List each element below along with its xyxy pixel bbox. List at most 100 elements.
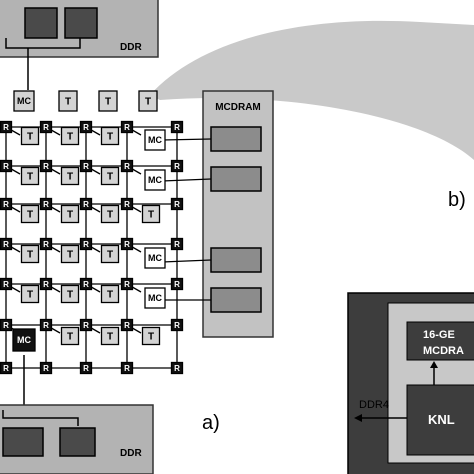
router: R — [79, 277, 93, 291]
tile-label: T — [107, 210, 113, 221]
router-label: R — [3, 280, 9, 289]
memory-controller-label: MC — [148, 293, 162, 303]
tile-label: T — [27, 172, 33, 183]
router-label: R — [124, 123, 130, 132]
router: R — [79, 318, 93, 332]
bottom-ddr-label: DDR — [120, 448, 142, 459]
router: R — [0, 318, 13, 332]
mcdram-title: MCDRAM — [215, 102, 261, 113]
panel-a-marker: a) — [202, 412, 220, 434]
router-label: R — [3, 200, 9, 209]
router-label: R — [174, 364, 180, 373]
router-label: R — [43, 364, 49, 373]
memory-controller-label: MC — [148, 253, 162, 263]
memory-controller-label: MC — [148, 175, 162, 185]
router-label: R — [83, 280, 89, 289]
tile: T — [98, 90, 118, 112]
router-label: R — [43, 162, 49, 171]
tile: T — [60, 326, 80, 346]
tile: T — [100, 326, 120, 346]
router-label: R — [83, 240, 89, 249]
router: R — [0, 361, 13, 375]
memory-controller: MC — [13, 90, 35, 112]
tile-label: T — [105, 97, 111, 108]
tile: T — [100, 244, 120, 264]
tile-label: T — [27, 250, 33, 261]
knl-chip — [406, 384, 474, 456]
ddr-bus-line — [5, 38, 81, 49]
memory-controller: MC — [144, 247, 166, 269]
mcdram-module — [210, 126, 262, 152]
router: R — [0, 120, 13, 134]
router-label: R — [174, 240, 180, 249]
router: R — [39, 361, 53, 375]
router-label: R — [83, 321, 89, 330]
tile-label: T — [148, 332, 154, 343]
tile-label: T — [145, 97, 151, 108]
tile: T — [141, 326, 161, 346]
router-label: R — [174, 321, 180, 330]
router-label: R — [174, 280, 180, 289]
top-ddr-label: DDR — [120, 42, 142, 53]
zoom-wedge — [150, 20, 474, 160]
tile: T — [100, 166, 120, 186]
mcdram-module — [210, 166, 262, 192]
tile-label: T — [107, 250, 113, 261]
tile: T — [20, 126, 40, 146]
router: R — [79, 120, 93, 134]
ddr-bus-line — [2, 410, 79, 426]
router: R — [170, 159, 184, 173]
knl-package: 16-GE MCDRA KNL DDR4 — [347, 292, 474, 474]
memory-controller: MC — [144, 129, 166, 151]
router-label: R — [3, 162, 9, 171]
tile-label: T — [107, 132, 113, 143]
memory-controller-label: MC — [17, 335, 31, 345]
mcdram-module — [210, 287, 262, 313]
knl-label: KNL — [428, 412, 455, 427]
router: R — [79, 197, 93, 211]
ddr-chip — [24, 7, 58, 39]
router: R — [39, 277, 53, 291]
mcdram-module — [210, 247, 262, 273]
tile-label: T — [65, 97, 71, 108]
router: R — [120, 318, 134, 332]
router-label: R — [3, 364, 9, 373]
ddr-chip — [59, 427, 96, 457]
memory-controller: MC — [144, 169, 166, 191]
router: R — [120, 197, 134, 211]
tile: T — [20, 166, 40, 186]
router: R — [39, 197, 53, 211]
tile: T — [60, 166, 80, 186]
router-label: R — [124, 321, 130, 330]
router-label: R — [174, 162, 180, 171]
router: R — [120, 277, 134, 291]
router-label: R — [83, 200, 89, 209]
mcdram-stack-line2: MCDRA — [423, 345, 464, 357]
router-label: R — [124, 162, 130, 171]
router: R — [120, 159, 134, 173]
tile-label: T — [27, 210, 33, 221]
tile-label: T — [67, 332, 73, 343]
router-label: R — [3, 321, 9, 330]
top-ddr-box: DDR — [0, 0, 159, 58]
mcdram-panel: MCDRAM — [202, 90, 274, 338]
tile-label: T — [107, 172, 113, 183]
tile-label: T — [67, 290, 73, 301]
router: R — [170, 277, 184, 291]
router-label: R — [3, 240, 9, 249]
tile: T — [100, 284, 120, 304]
router: R — [79, 159, 93, 173]
router: R — [0, 277, 13, 291]
tile-label: T — [67, 210, 73, 221]
router-label: R — [43, 240, 49, 249]
router: R — [170, 361, 184, 375]
router: R — [170, 318, 184, 332]
tile-label: T — [148, 210, 154, 221]
router-label: R — [124, 280, 130, 289]
router-label: R — [124, 364, 130, 373]
tile-label: T — [107, 332, 113, 343]
mcdram-stack-line1: 16-GE — [423, 329, 455, 341]
tile-label: T — [27, 290, 33, 301]
